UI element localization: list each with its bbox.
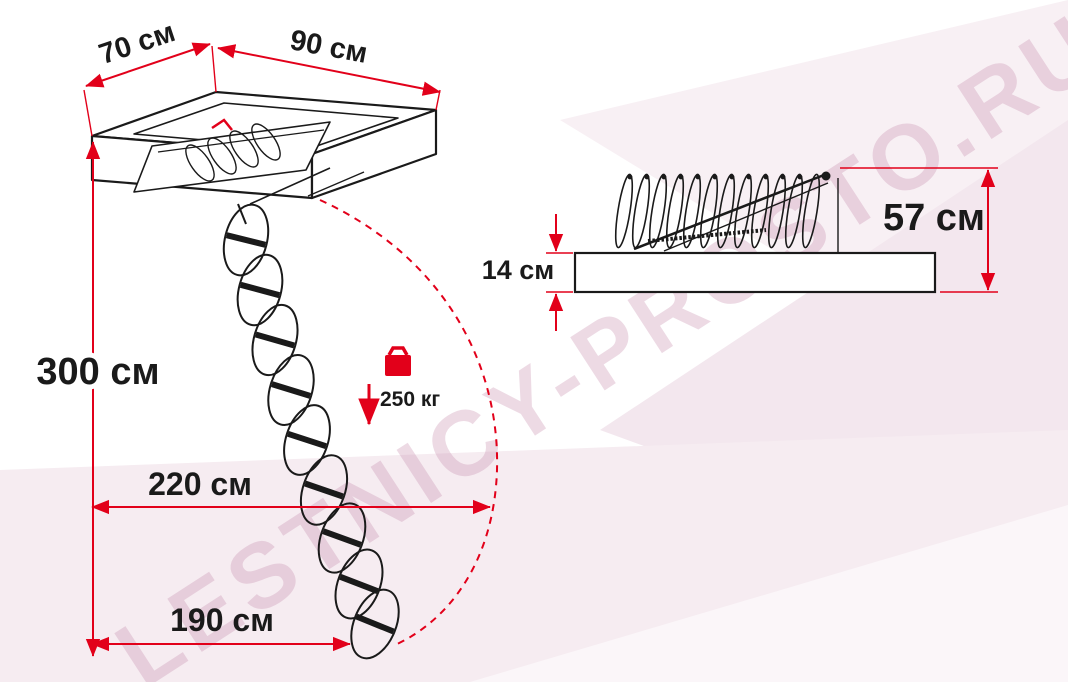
hatch-lid-panel <box>133 121 331 193</box>
ladder-step <box>239 281 281 299</box>
ladder-loop <box>236 253 284 327</box>
folded-bundle <box>185 118 281 182</box>
hatch-latch-red <box>211 118 233 131</box>
pivot-dot <box>627 174 633 180</box>
ladder-step <box>304 480 344 500</box>
scissor-link <box>801 173 821 249</box>
hatch-support-rod-1 <box>249 167 331 205</box>
ladder-loop <box>334 548 384 620</box>
scissor-ladder-chain <box>222 203 400 660</box>
pivot-dot <box>729 174 735 180</box>
scissor-link <box>784 173 804 249</box>
hatch-support-rod-2 <box>307 171 365 197</box>
mechanism-arm-2 <box>663 182 829 252</box>
pivot-dot <box>797 174 803 180</box>
pivot-dot <box>763 174 769 180</box>
pivot-dot <box>780 174 786 180</box>
ladder-step <box>339 574 379 594</box>
pivot-dot <box>695 174 701 180</box>
ladder-step <box>270 381 312 399</box>
pivot-dots <box>627 171 831 181</box>
dim-label-190: 190 см <box>170 602 274 638</box>
scissor-link <box>665 173 685 249</box>
ext-line <box>83 89 93 137</box>
ladder-step <box>287 430 327 450</box>
swing-arc-dashed <box>319 199 499 646</box>
folded-scissor-mechanism <box>614 171 839 253</box>
scissor-link <box>699 173 719 249</box>
ladder-loop <box>251 303 299 377</box>
scissor-link <box>648 173 668 249</box>
pivot-bracket <box>821 171 831 181</box>
ext-line <box>211 45 217 93</box>
diagram-folded-ladder: 57 см 14 см <box>482 167 998 331</box>
scissor-link <box>750 173 770 249</box>
chain-top-link <box>237 203 247 225</box>
dim-label-57: 57 см <box>883 197 985 239</box>
pivot-dot <box>712 174 718 180</box>
scissor-link <box>767 173 787 249</box>
bundle-link <box>207 137 237 175</box>
ladder-step <box>254 331 296 349</box>
weight-icon <box>385 346 411 376</box>
bundle-link <box>251 123 281 161</box>
lid-box <box>573 251 937 294</box>
dim-label-300: 300 см <box>36 351 159 393</box>
pivot-dot <box>678 174 684 180</box>
ladder-loop <box>267 354 315 426</box>
ladder-step <box>355 613 395 635</box>
dim-line-90 <box>217 44 441 96</box>
bundle-link <box>229 130 259 168</box>
dim-label-70: 70 см <box>95 16 179 71</box>
ladder-loop <box>350 588 400 660</box>
mechanism-spring <box>647 228 767 243</box>
pivot-dot <box>661 174 667 180</box>
bundle-link <box>185 144 215 182</box>
bg-wedge-bottom-right <box>470 505 1068 682</box>
scissor-link <box>614 173 634 249</box>
dim-line-70 <box>85 42 211 88</box>
dim-label-90: 90 см <box>287 24 369 70</box>
left-dimension-lines <box>83 42 491 657</box>
ladder-loop <box>299 454 349 526</box>
dim-label-220: 220 см <box>148 466 252 502</box>
mechanism-arm-1 <box>633 173 825 251</box>
ladder-step <box>225 232 267 248</box>
hatch-box <box>90 90 438 205</box>
load-label: 250 кг <box>380 388 440 411</box>
ladder-loop <box>222 203 270 277</box>
diagram-extended-ladder: 250 кг 70 см 90 см <box>31 16 499 660</box>
dim-label-14: 14 см <box>482 255 555 285</box>
right-dimension-lines <box>546 167 998 331</box>
load-indicator: 250 кг <box>358 346 440 426</box>
ladder-steps <box>225 232 395 635</box>
ladder-step <box>322 528 362 548</box>
ext-line <box>435 89 441 111</box>
pivot-dot <box>644 174 650 180</box>
hatch-front-right-face <box>310 108 438 200</box>
scissor-link <box>682 173 702 249</box>
pivot-dot <box>746 174 752 180</box>
ladder-loop <box>283 404 331 476</box>
